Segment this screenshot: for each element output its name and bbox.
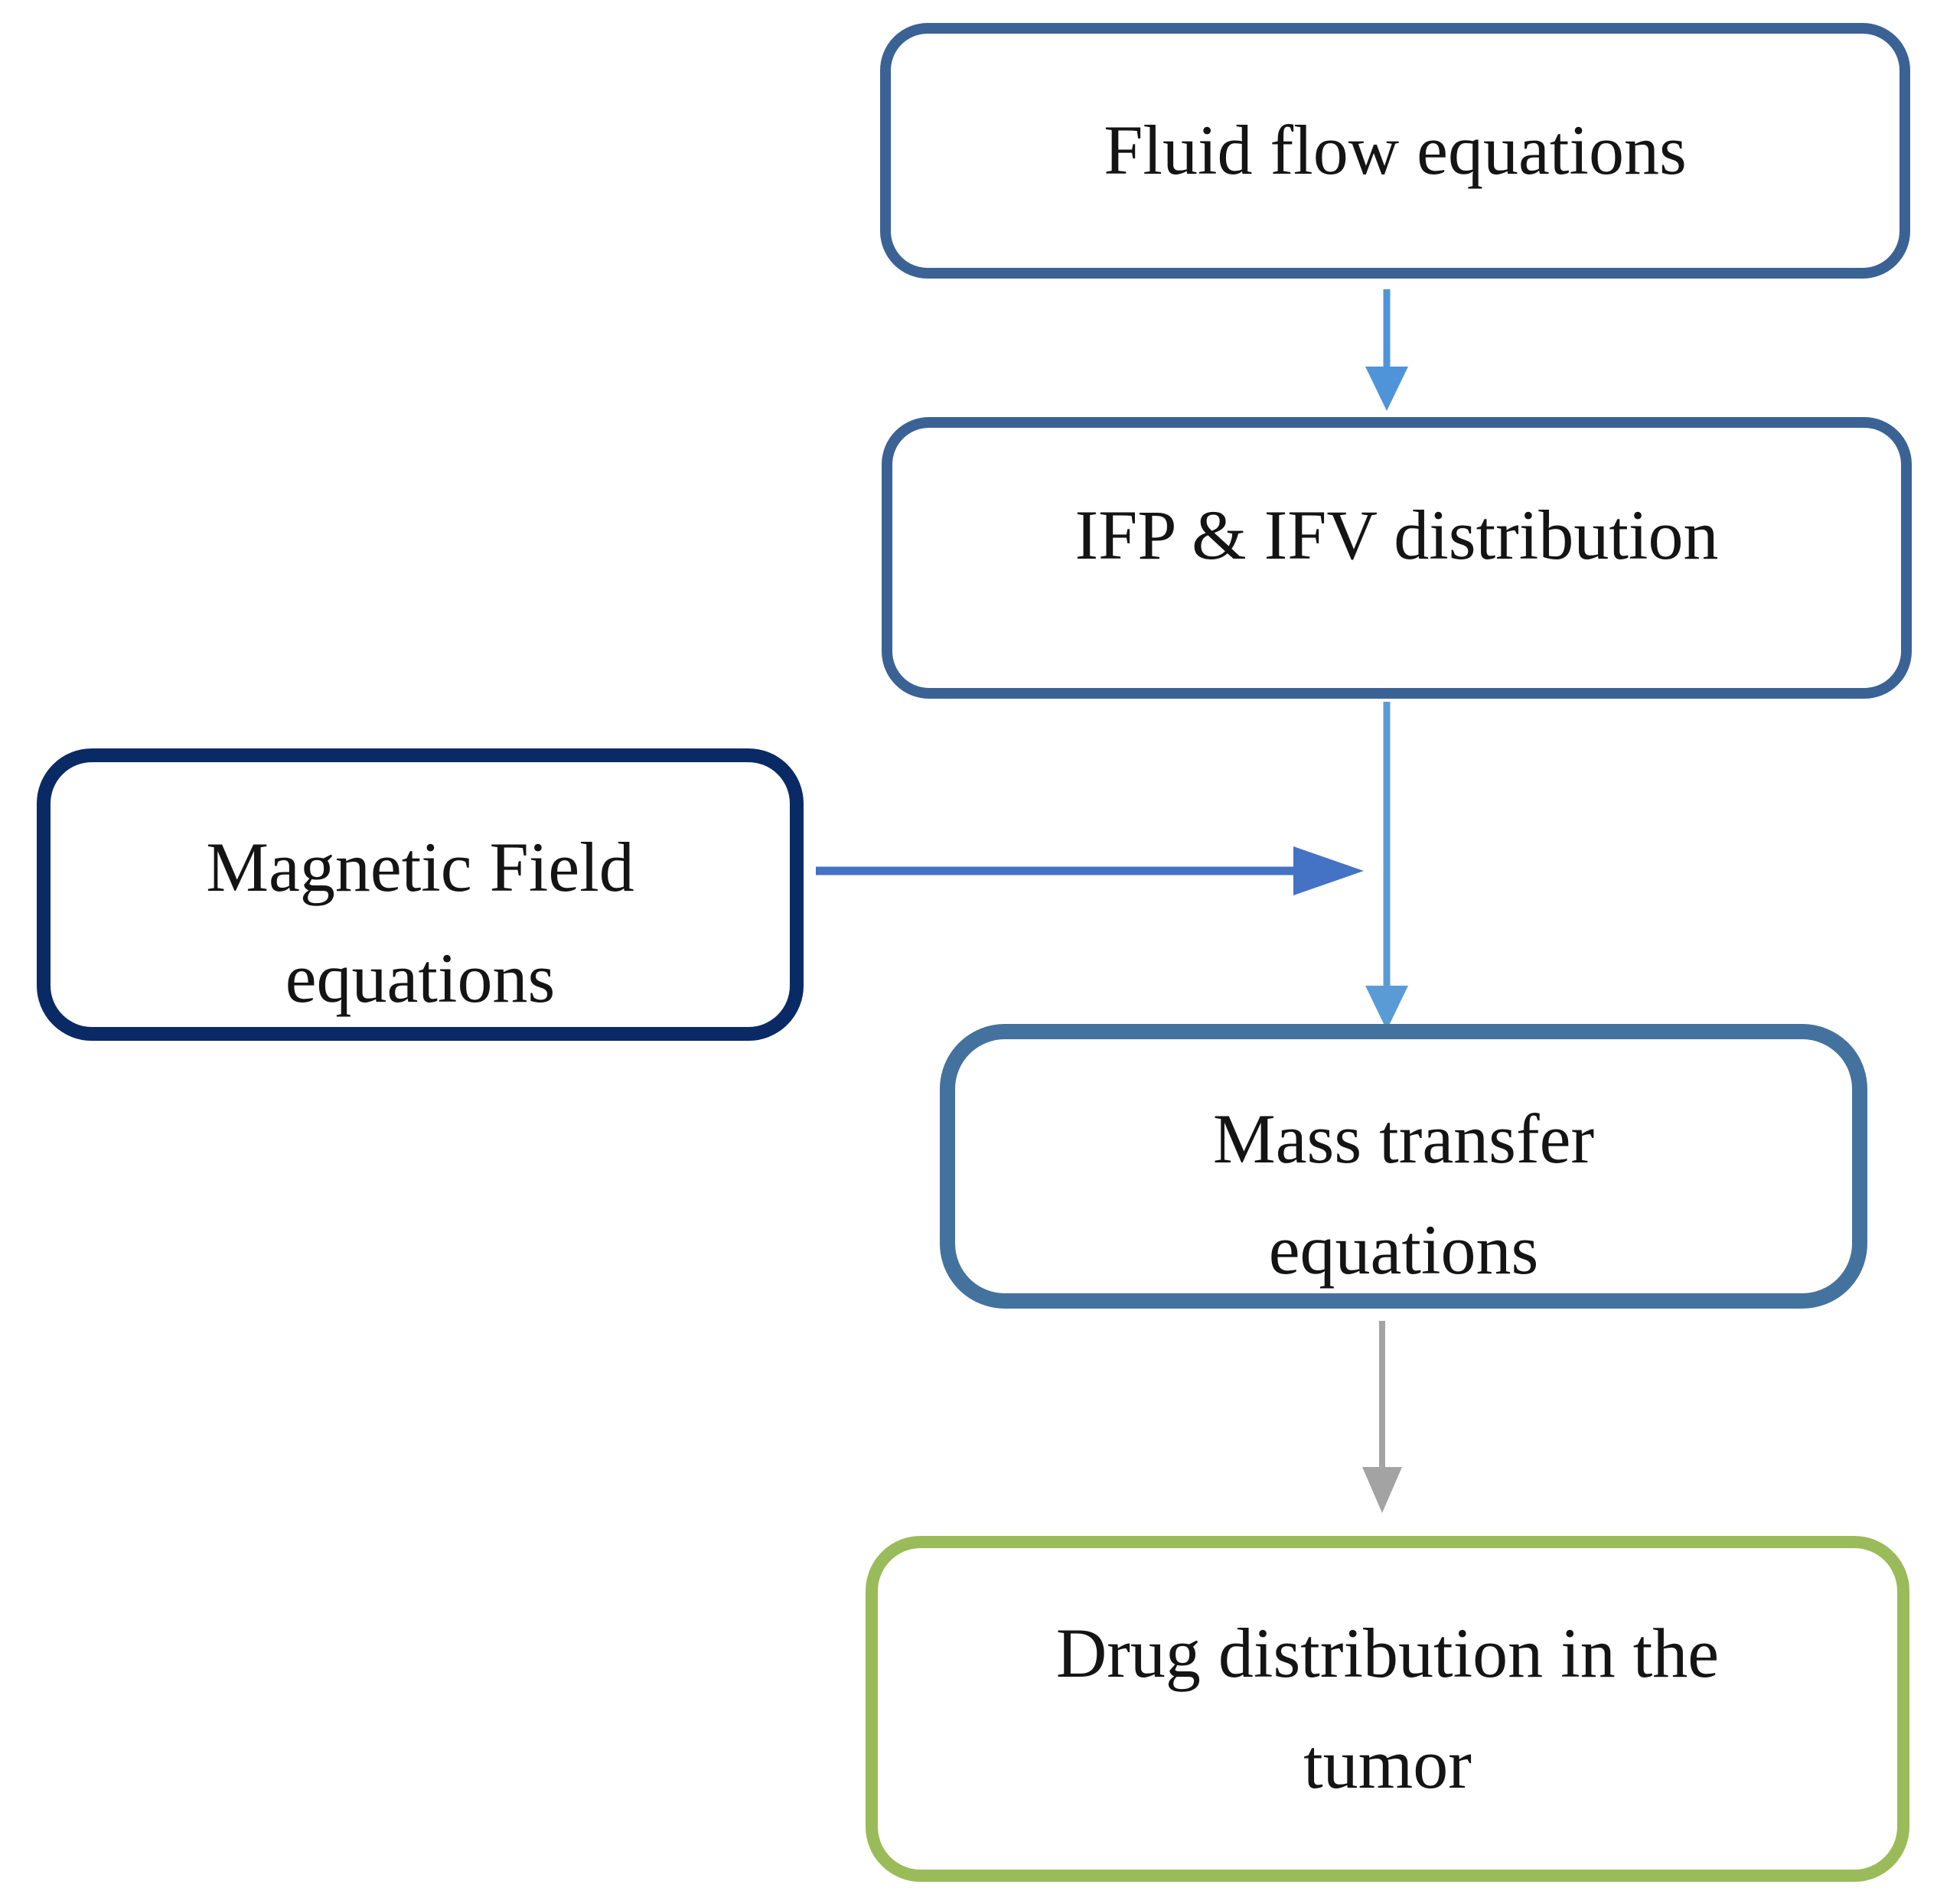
node-label-line1: Mass transfer xyxy=(1212,1099,1595,1178)
node-label: Fluid flow equations xyxy=(1104,111,1687,190)
node-label-line1: Magnetic Field xyxy=(206,827,634,906)
node-drug-distribution-tumor: Drug distribution in the tumor xyxy=(866,1536,1909,1882)
arrow-magnetic-to-junction xyxy=(816,846,1364,895)
node-fluid-flow-equations: Fluid flow equations xyxy=(880,23,1910,279)
arrow-ifp-to-mass xyxy=(1365,702,1408,1030)
node-label-line2: equations xyxy=(285,939,556,1017)
node-label-line2: equations xyxy=(1268,1211,1539,1289)
node-mass-transfer-equations: Mass transfer equations xyxy=(940,1024,1867,1309)
arrow-fluid-to-ifp xyxy=(1365,289,1408,411)
node-ifp-ifv-distribution: IFP & IFV distribution xyxy=(882,417,1912,699)
node-label-line2: tumor xyxy=(1303,1725,1472,1803)
node-label-line1: Drug distribution in the xyxy=(1055,1613,1720,1692)
node-label: IFP & IFV distribution xyxy=(1074,496,1719,575)
arrow-mass-to-drug xyxy=(1362,1321,1402,1513)
node-magnetic-field-equations: Magnetic Field equations xyxy=(37,748,804,1041)
